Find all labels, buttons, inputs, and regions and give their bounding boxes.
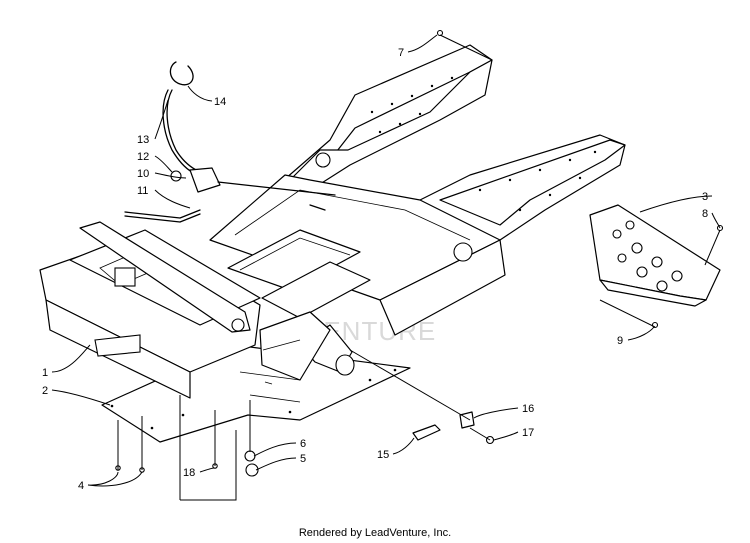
callout-8: 8 [702,208,708,220]
rear-bumper-plate [589,204,721,307]
callout-15: 15 [377,449,389,461]
callout-1: 1 [42,367,48,379]
footer-credit: Rendered by LeadVenture, Inc. [298,527,452,539]
callout-10: 10 [137,168,149,180]
callout-leaders [51,34,721,487]
callout-16: 16 [522,403,534,415]
chassis-frame [39,44,626,399]
callout-6: 6 [300,438,306,450]
callout-18: 18 [183,467,195,479]
callout-12: 12 [137,151,149,163]
assembly-lines [117,34,721,501]
callout-5: 5 [300,453,306,465]
callout-labels: 1 2 3 4 5 6 7 8 9 10 11 12 13 14 15 16 1… [42,47,708,492]
callout-4: 4 [78,480,84,492]
callout-7: 7 [398,47,404,59]
callout-17: 17 [522,427,534,439]
wiring-parts [124,61,336,223]
callout-13: 13 [137,134,149,146]
hardware [115,29,724,477]
callout-11: 11 [137,185,148,197]
callout-9: 9 [617,335,623,347]
callout-3: 3 [702,191,708,203]
callout-14: 14 [214,96,226,108]
callout-2: 2 [42,385,48,397]
